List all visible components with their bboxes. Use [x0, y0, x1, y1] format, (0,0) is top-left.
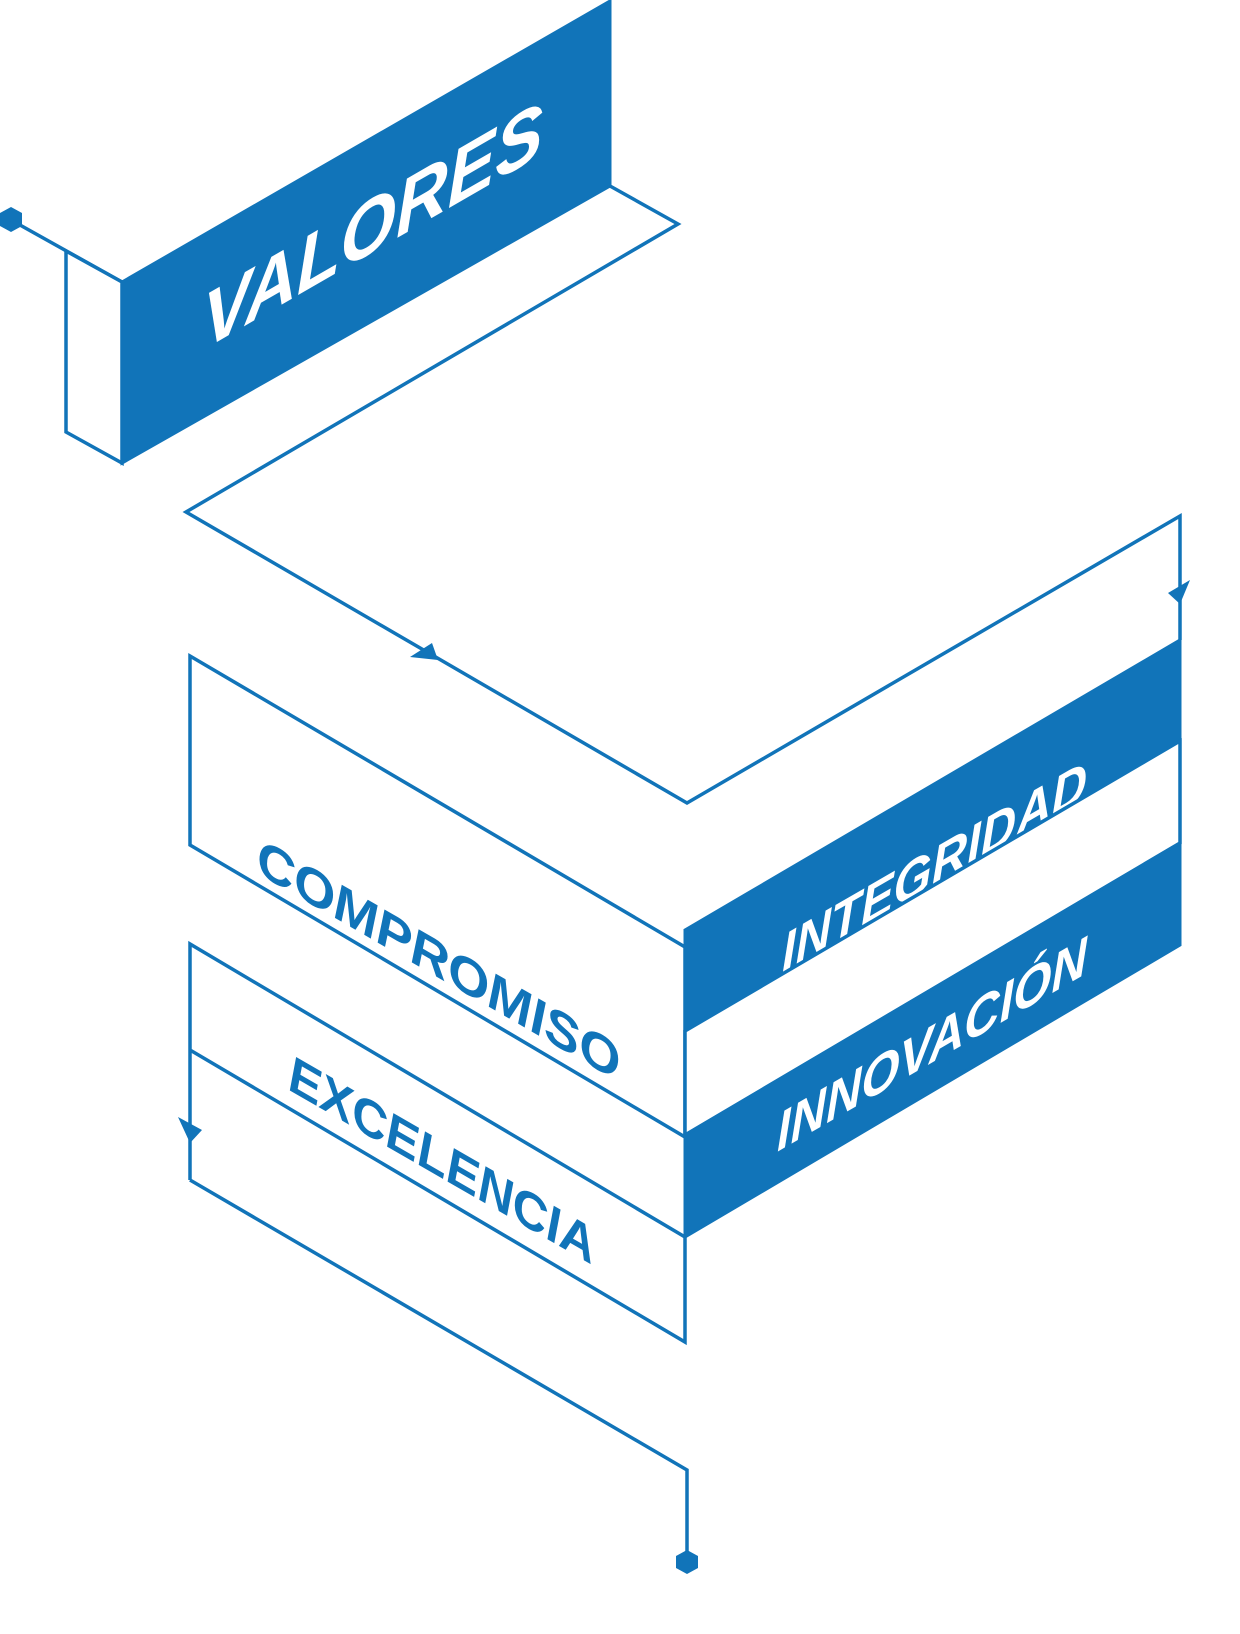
connector-line-end — [189, 1178, 689, 1563]
valores-side-face — [64, 248, 124, 466]
value-excelencia: EXCELENCIA — [289, 1042, 594, 1278]
innovacion-face — [683, 840, 1182, 1240]
arrow-down-left-icon — [178, 1117, 202, 1143]
excelencia-outline — [188, 940, 687, 1346]
end-node-icon — [676, 1550, 698, 1574]
arrow-down-icon — [1168, 580, 1190, 604]
arrow-left-icon — [410, 643, 438, 660]
start-node-icon — [0, 207, 22, 232]
